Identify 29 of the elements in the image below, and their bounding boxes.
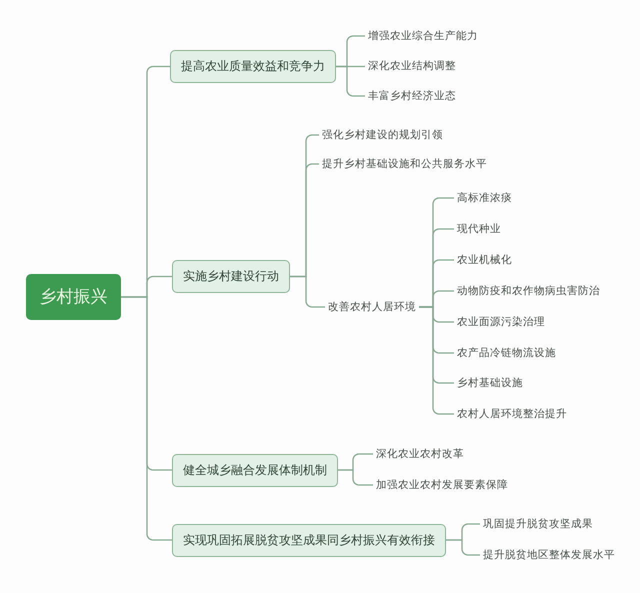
connector-line: [419, 306, 454, 415]
subtopic-text: 改善农村人居环境: [325, 299, 419, 315]
subtopic-text: 农业面源污染治理: [454, 314, 548, 330]
subtopic-text: 提升乡村基础设施和公共服务水平: [319, 156, 490, 172]
subtopic-text: 农产品冷链物流设施: [454, 345, 559, 361]
subtopic-text: 现代种业: [454, 221, 504, 237]
subtopic-text: 高标准浓痰: [454, 190, 515, 206]
connector-line: [121, 296, 172, 541]
main-topic-box: 实现巩固拓展脱贫攻坚成果同乡村振兴有效衔接: [172, 524, 446, 556]
main-topic-box: 健全城乡融合发展体制机制: [172, 454, 338, 486]
central-topic-box: 乡村振兴: [26, 274, 121, 320]
subtopic-text: 深化农业结构调整: [365, 58, 459, 74]
subtopic-text: 巩固提升脱贫攻坚成果: [480, 516, 596, 532]
subtopic-text: 加强农业农村发展要素保障: [373, 477, 511, 493]
connector-line: [336, 66, 365, 97]
subtopic-text: 乡村基础设施: [454, 375, 526, 391]
subtopic-text: 增强农业综合生产能力: [365, 28, 481, 44]
subtopic-text: 农村人居环境整治提升: [454, 406, 570, 422]
main-topic-box: 提高农业质量效益和竞争力: [170, 50, 336, 83]
subtopic-text: 提升脱贫地区整体发展水平: [480, 547, 618, 563]
subtopic-text: 丰富乡村经济业态: [365, 88, 459, 104]
connector-line: [290, 276, 325, 308]
subtopic-text: 农业机械化: [454, 252, 515, 268]
main-topic-box: 实施乡村建设行动: [172, 260, 290, 293]
subtopic-text: 动物防疫和农作物病虫害防治: [454, 283, 603, 299]
connector-line: [446, 539, 480, 556]
subtopic-text: 深化农业农村改革: [373, 446, 467, 462]
connector-line: [338, 469, 373, 486]
subtopic-text: 强化乡村建设的规划引领: [319, 127, 446, 143]
